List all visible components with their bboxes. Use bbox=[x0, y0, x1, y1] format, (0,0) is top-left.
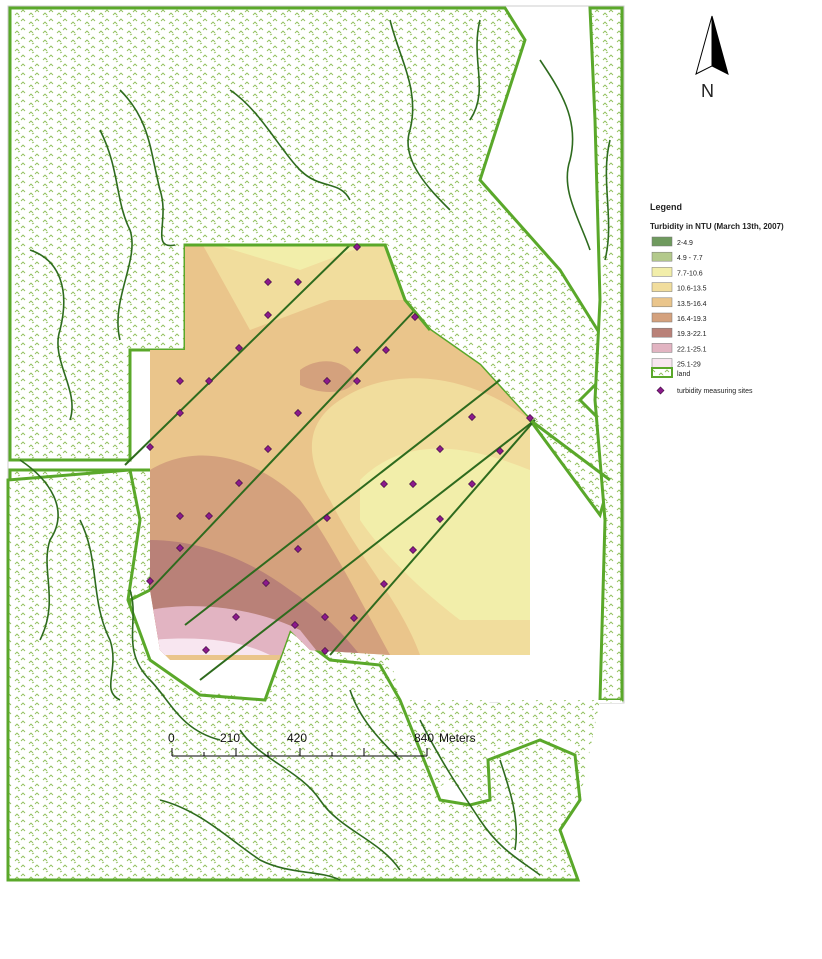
river-channels bbox=[19, 19, 611, 881]
measuring-site bbox=[353, 243, 361, 251]
measuring-site bbox=[321, 647, 329, 655]
scale-tick-210: 210 bbox=[220, 731, 240, 745]
measuring-site bbox=[262, 579, 270, 587]
measuring-site bbox=[294, 545, 302, 553]
turbidity-surface bbox=[150, 245, 530, 660]
legend-swatch bbox=[651, 312, 673, 323]
legend-land-swatch bbox=[651, 367, 673, 378]
measuring-site bbox=[468, 413, 476, 421]
measuring-site bbox=[264, 311, 272, 319]
measuring-site bbox=[353, 346, 361, 354]
north-arrow: N bbox=[695, 15, 729, 101]
measuring-site bbox=[382, 346, 390, 354]
measuring-site bbox=[436, 445, 444, 453]
legend-class-label: 25.1-29 bbox=[677, 362, 701, 369]
legend-classes: 2-4.9 4.9 - 7.7 7.7-10.6 10.6-13.5 13.5-16.4… bbox=[651, 236, 707, 369]
measuring-site bbox=[353, 377, 361, 385]
measuring-sites bbox=[146, 243, 534, 655]
legend-swatch bbox=[651, 358, 673, 368]
legend-swatch bbox=[651, 282, 673, 292]
legend-swatch bbox=[651, 251, 673, 262]
measuring-site bbox=[205, 512, 213, 520]
scale-tick-420: 420 bbox=[287, 731, 307, 745]
legend-class-label: 13.5-16.4 bbox=[677, 301, 707, 308]
measuring-site bbox=[235, 479, 243, 487]
measuring-site bbox=[526, 414, 534, 422]
legend-swatch bbox=[651, 343, 673, 353]
measuring-site bbox=[294, 409, 302, 417]
measuring-site bbox=[380, 480, 388, 488]
legend-sites-label: turbidity measuring sites bbox=[677, 388, 753, 395]
legend-subtitle: Turbidity in NTU (March 13th, 2007) bbox=[650, 222, 784, 231]
measuring-site bbox=[176, 512, 184, 520]
measuring-site bbox=[496, 447, 504, 455]
legend-class-label: 22.1-25.1 bbox=[677, 346, 707, 353]
measuring-site bbox=[409, 546, 417, 554]
legend-site-symbol bbox=[656, 386, 665, 395]
measuring-site bbox=[232, 613, 240, 621]
measuring-site bbox=[321, 613, 329, 621]
scale-unit: Meters bbox=[439, 731, 476, 745]
measuring-site bbox=[291, 621, 299, 629]
legend-class-label: 10.6-13.5 bbox=[677, 286, 707, 293]
legend: Legend Turbidity in NTU (March 13th, 200… bbox=[650, 202, 784, 395]
measuring-site bbox=[264, 278, 272, 286]
measuring-site bbox=[468, 480, 476, 488]
north-label: N bbox=[701, 81, 714, 101]
measuring-site bbox=[202, 646, 210, 654]
legend-class-label: 19.3-22.1 bbox=[677, 331, 707, 338]
legend-title: Legend bbox=[650, 202, 682, 212]
measuring-site bbox=[146, 443, 154, 451]
legend-land-label: land bbox=[677, 371, 690, 378]
lower-land bbox=[6, 468, 582, 882]
measuring-site bbox=[176, 409, 184, 417]
measuring-site bbox=[436, 515, 444, 523]
legend-class-label: 7.7-10.6 bbox=[677, 270, 703, 277]
legend-swatch bbox=[651, 327, 673, 338]
measuring-site bbox=[380, 580, 388, 588]
measuring-site bbox=[409, 480, 417, 488]
measuring-site bbox=[176, 544, 184, 552]
measuring-site bbox=[323, 514, 331, 522]
measuring-site bbox=[411, 313, 419, 321]
scale-bar: 0 210 420 840 Meters bbox=[168, 731, 476, 757]
measuring-site bbox=[176, 377, 184, 385]
measuring-site bbox=[294, 278, 302, 286]
measuring-site bbox=[235, 344, 243, 352]
legend-class-label: 4.9 - 7.7 bbox=[677, 255, 703, 262]
measuring-site bbox=[146, 577, 154, 585]
measuring-site bbox=[264, 445, 272, 453]
measuring-site bbox=[350, 614, 358, 622]
legend-swatch bbox=[651, 297, 673, 308]
measuring-site bbox=[205, 377, 213, 385]
scale-tick-840: 840 bbox=[414, 731, 434, 745]
survey-transects bbox=[124, 244, 536, 681]
legend-class-label: 16.4-19.3 bbox=[677, 316, 707, 323]
legend-swatch bbox=[651, 236, 673, 247]
legend-class-label: 2-4.9 bbox=[677, 240, 693, 247]
scale-tick-0: 0 bbox=[168, 731, 175, 745]
legend-swatch bbox=[651, 267, 673, 277]
measuring-site bbox=[323, 377, 331, 385]
